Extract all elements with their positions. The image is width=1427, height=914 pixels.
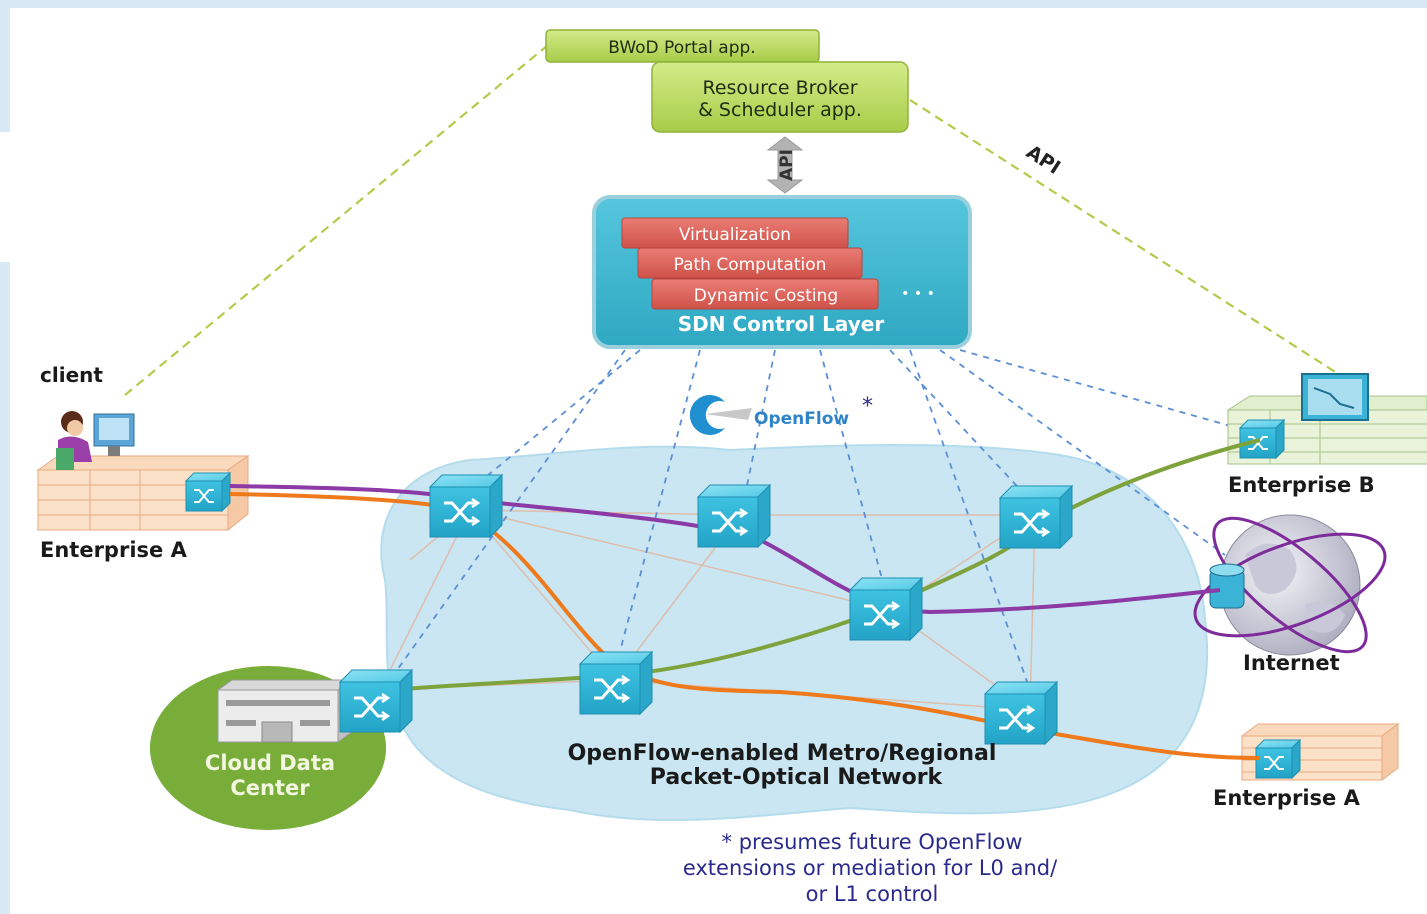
api-vertical-arrow (766, 136, 804, 194)
api-vertical-label: API (777, 149, 797, 181)
module-path-computation (637, 247, 863, 279)
api-dashed-lines (124, 44, 1341, 396)
network-switch-5-icon (578, 650, 654, 716)
network-label-line2: Packet-Optical Network (650, 765, 944, 790)
enterprise-a-left-label: Enterprise A (40, 538, 188, 562)
network-switch-4-icon (848, 576, 924, 642)
module-dynamic-costing-label: Dynamic Costing (694, 286, 838, 306)
cloud-data-center-label-line2: Center (230, 776, 310, 800)
api-diagonal-label: API (1022, 141, 1064, 179)
network-switch-1-icon (428, 473, 504, 539)
client-user-icon (56, 411, 135, 470)
broker-app-box: Resource Broker & Scheduler app. (651, 61, 909, 133)
sdn-title: SDN Control Layer (678, 312, 885, 336)
broker-app-line1: Resource Broker (702, 77, 857, 99)
enterprise-a-right-label: Enterprise A (1213, 786, 1361, 810)
top-frame-band (0, 0, 1427, 8)
network-switch-3-icon (998, 484, 1074, 550)
enterprise-b-switch-icon (1239, 419, 1285, 459)
cloud-data-center: Cloud Data Center (150, 666, 386, 830)
left-frame-band-upper (0, 0, 10, 132)
module-virtualization-label: Virtualization (679, 225, 791, 245)
internet-globe-icon (1193, 514, 1387, 656)
portal-app-box: BWoD Portal app. (545, 29, 820, 63)
enterprise-a-left-switch-icon (185, 472, 231, 512)
enterprise-a-right-switch-icon (1255, 739, 1301, 779)
footnote-line2: extensions or mediation for L0 and/ (683, 856, 1058, 880)
enterprise-b-monitor-icon (1301, 373, 1369, 421)
network-switch-2-icon (696, 483, 772, 549)
network-switch-6-icon (983, 680, 1059, 746)
openflow-control-lines (389, 349, 1246, 691)
module-dynamic-costing (651, 278, 879, 310)
sdn-control-layer: Virtualization Path Computation Dynamic … (592, 195, 972, 349)
openflow-asterisk: * (862, 394, 873, 419)
left-frame-band-lower (0, 262, 10, 914)
module-path-computation-label: Path Computation (674, 255, 827, 275)
footnote-line3: or L1 control (806, 882, 939, 906)
portal-app-label: BWoD Portal app. (608, 38, 755, 58)
internet-label: Internet (1243, 651, 1340, 675)
enterprise-b-label: Enterprise B (1228, 473, 1375, 497)
footnote-line1: * presumes future OpenFlow (722, 830, 1023, 854)
broker-app-line2: & Scheduler app. (698, 99, 862, 121)
openflow-logo-text: OpenFlow (754, 409, 849, 429)
openflow-logo: OpenFlow * (689, 394, 873, 435)
client-label: client (40, 363, 103, 387)
network-label-line1: OpenFlow-enabled Metro/Regional (568, 741, 997, 766)
cloud-data-center-switch-icon (338, 668, 414, 734)
sdn-ellipsis: • • • (901, 286, 935, 302)
cloud-data-center-label-line1: Cloud Data (205, 751, 335, 775)
openflow-swirl-icon (689, 395, 725, 435)
